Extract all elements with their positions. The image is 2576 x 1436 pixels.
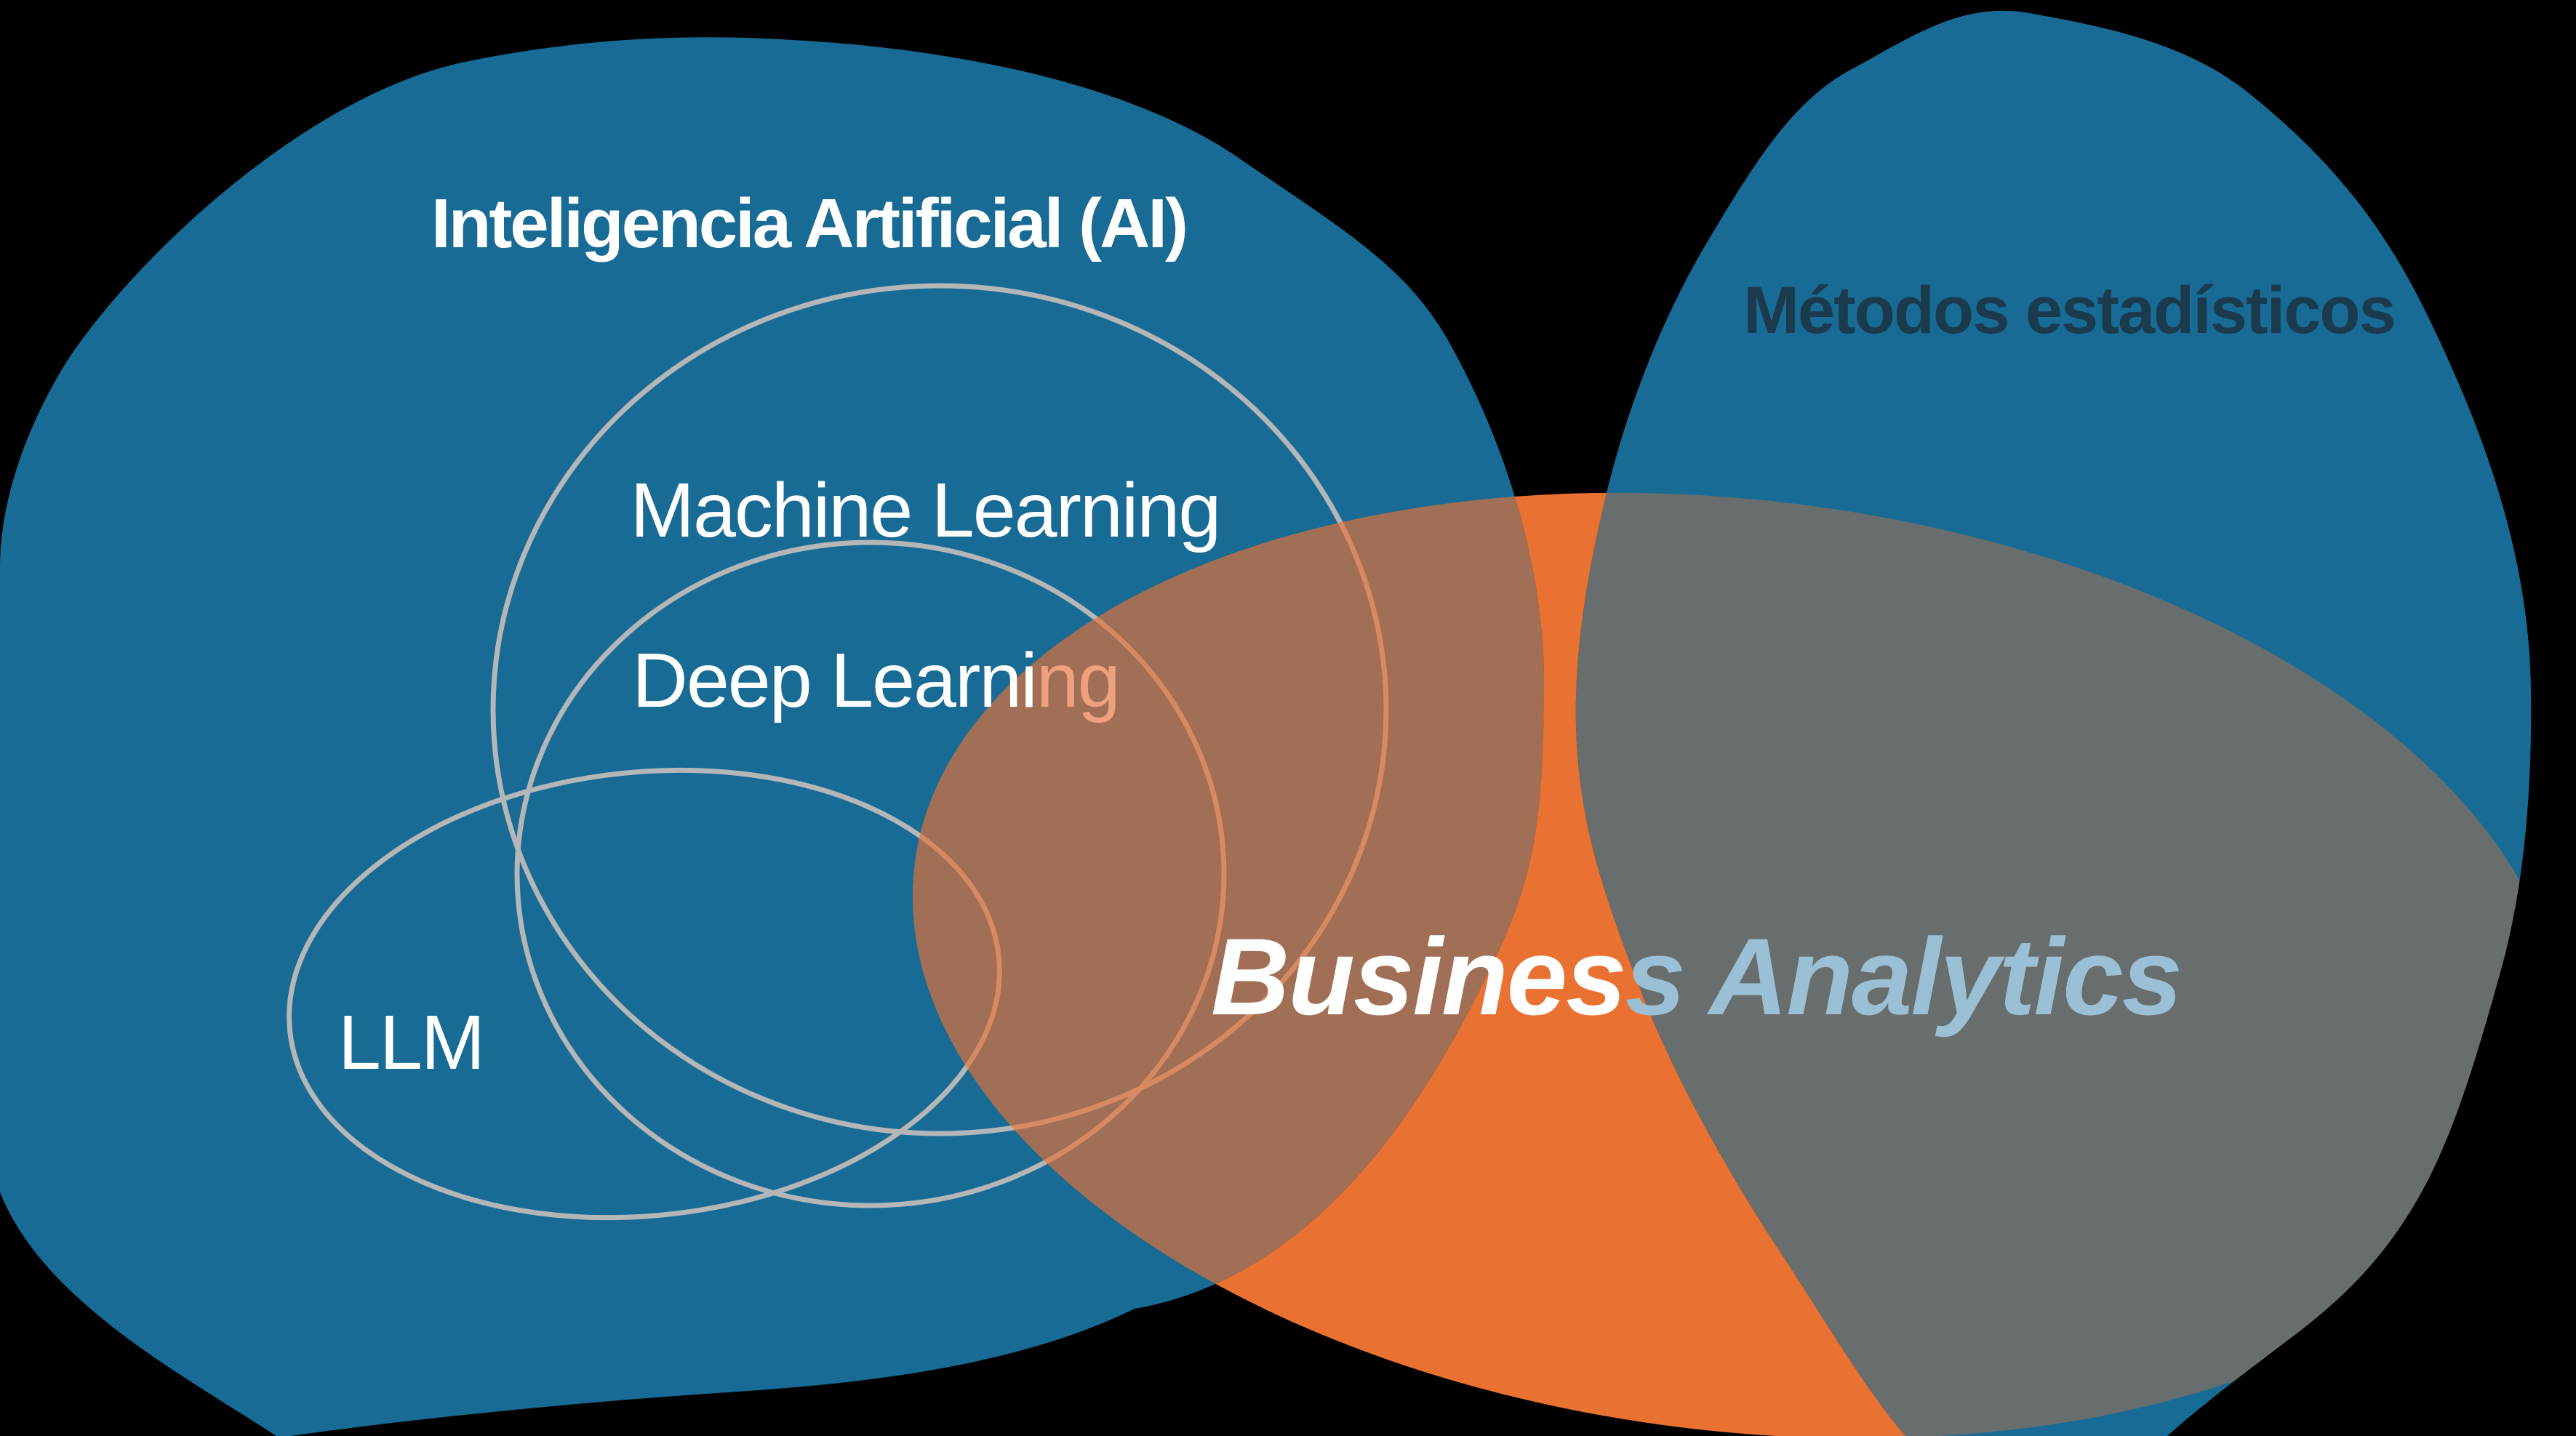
deep-learning-label-plain: Deep Learni — [632, 638, 1036, 723]
business-analytics-label: Business Analytics — [1211, 915, 2181, 1038]
deep-learning-label-tinted: ng — [1036, 638, 1119, 723]
statistics-label: Métodos estadísticos — [1743, 273, 2395, 348]
deep-learning-label: Deep Learning — [632, 638, 1119, 723]
business-analytics-label-white: Busines — [1211, 915, 1625, 1038]
ai-label: Inteligencia Artificial (AI) — [431, 185, 1186, 262]
machine-learning-label: Machine Learning — [631, 468, 1220, 553]
business-analytics-label-blue: s Analytics — [1625, 915, 2181, 1038]
llm-label: LLM — [338, 1000, 484, 1086]
